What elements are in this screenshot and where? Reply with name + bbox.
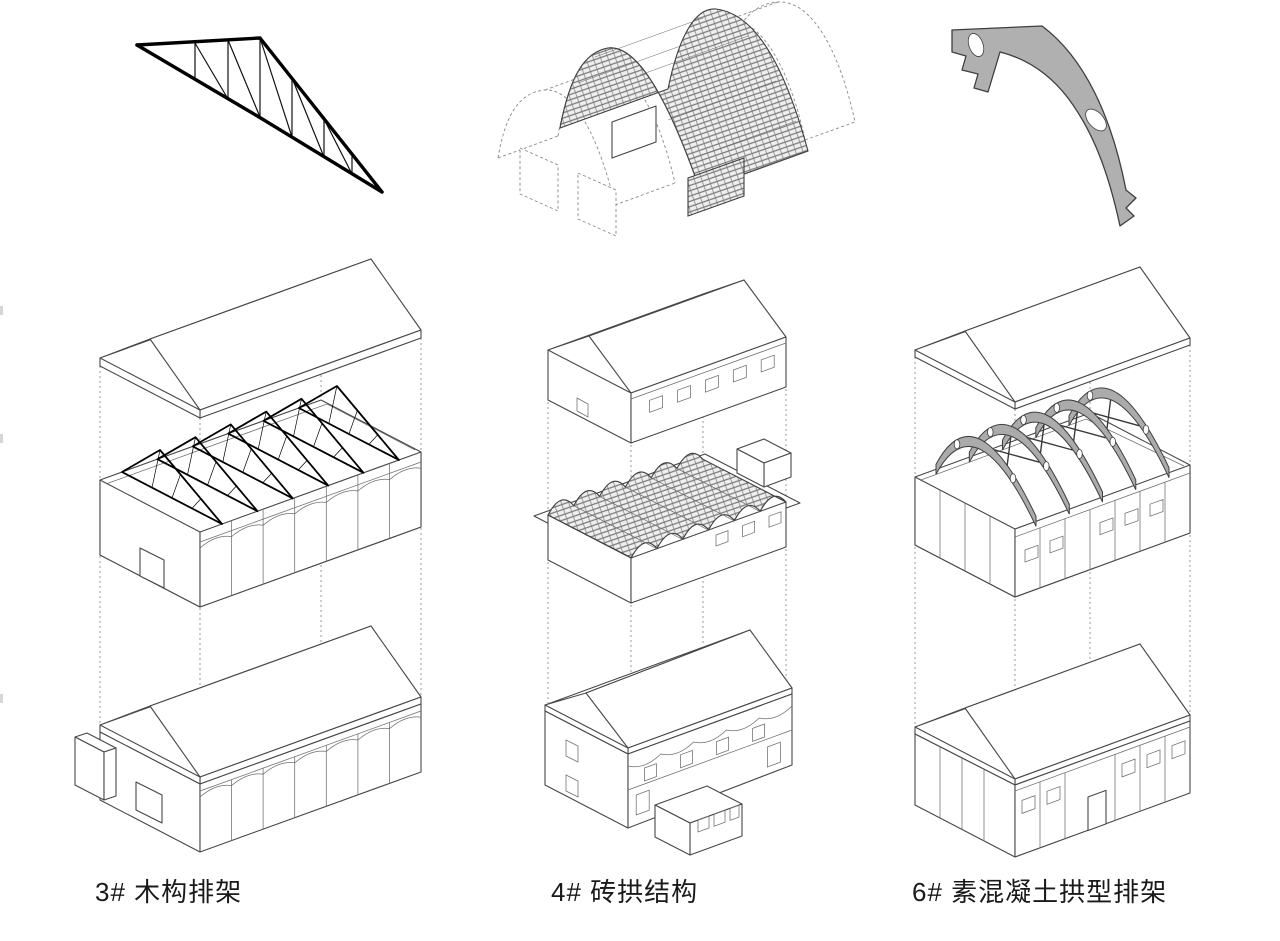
base-building-6 bbox=[914, 643, 1191, 858]
concrete-arches bbox=[935, 387, 1170, 527]
brick-vault-surface bbox=[559, 8, 809, 217]
base-building-3 bbox=[74, 625, 422, 853]
brick-vault-detail bbox=[497, 1, 856, 237]
column-6-concrete bbox=[914, 25, 1191, 858]
roof-volume-layer-4 bbox=[547, 279, 787, 444]
annex-building bbox=[654, 785, 743, 856]
caption-6-concrete: 6# 素混凝土拱型排架 bbox=[912, 877, 1168, 907]
roof-layer-6 bbox=[914, 266, 1191, 410]
edge-artifact bbox=[0, 306, 3, 315]
timber-truss-detail bbox=[135, 36, 384, 194]
column-3-timber bbox=[74, 36, 422, 853]
edge-artifact bbox=[0, 434, 3, 443]
timber-trusses bbox=[121, 385, 400, 525]
brick-vault-layer-4 bbox=[533, 438, 801, 604]
roof-layer-3 bbox=[99, 258, 422, 419]
caption-4-brick: 4# 砖拱结构 bbox=[551, 877, 699, 907]
porch-wing bbox=[74, 732, 117, 801]
truss-structure-layer-3 bbox=[99, 385, 422, 608]
edge-artifact bbox=[0, 694, 3, 703]
right-wing-box bbox=[736, 438, 792, 488]
column-4-brick bbox=[497, 1, 856, 856]
arch-structure-layer-6 bbox=[914, 387, 1191, 598]
caption-3-timber: 3# 木构排架 bbox=[95, 877, 243, 907]
ghost-vault-left bbox=[497, 67, 676, 237]
concrete-arch-detail bbox=[951, 25, 1137, 227]
base-building-4 bbox=[544, 629, 793, 856]
